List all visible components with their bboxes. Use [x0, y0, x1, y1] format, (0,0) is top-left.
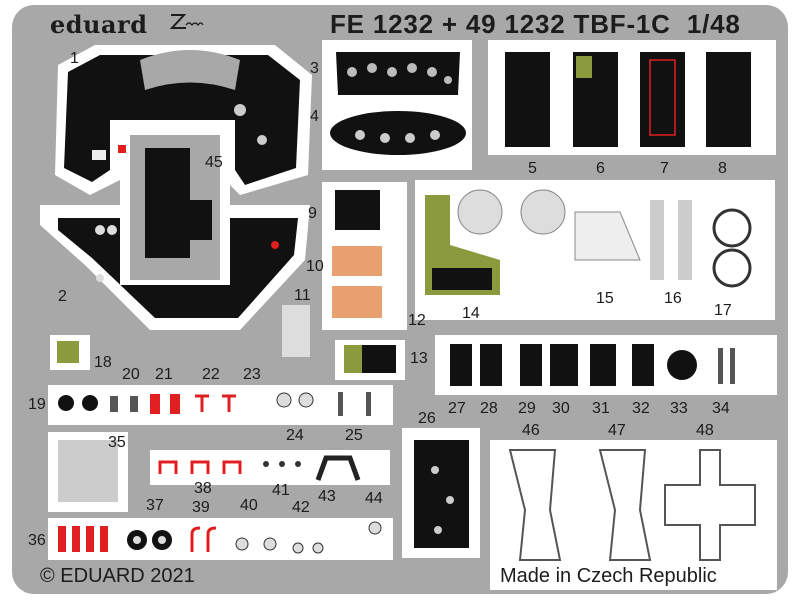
part-number: 47: [608, 422, 626, 439]
part-number: 15: [596, 290, 614, 307]
part-number: 13: [410, 350, 428, 367]
part-number: 19: [28, 396, 46, 413]
part-number: 14: [462, 305, 480, 322]
part-number: 28: [480, 400, 498, 417]
strip-19-25: [48, 385, 393, 425]
part-number: 38: [194, 480, 212, 497]
part-number: 48: [696, 422, 714, 439]
part-number: 10: [306, 258, 324, 275]
part-number: 17: [714, 302, 732, 319]
part-number: 37: [146, 497, 164, 514]
part-number: 9: [308, 205, 317, 222]
panel-group-14-17: [415, 180, 775, 320]
part-number: 40: [240, 497, 258, 514]
part-35-shape: [48, 432, 128, 512]
panel-group-1-2: [40, 45, 312, 330]
part-number: 20: [122, 366, 140, 383]
part-11-shape: [282, 305, 310, 357]
part-number: 6: [596, 160, 605, 177]
part-number: 26: [418, 410, 436, 427]
part-number: 22: [202, 366, 220, 383]
part-number: 32: [632, 400, 650, 417]
part-number: 35: [108, 434, 126, 451]
part-number: 4: [310, 108, 319, 125]
part-number: 12: [408, 312, 426, 329]
part-number: 34: [712, 400, 730, 417]
part-number: 27: [448, 400, 466, 417]
product-code: FE 1232 + 49 1232 TBF-1C: [330, 9, 671, 39]
sheet-title: FE 1232 + 49 1232 TBF-1C 1/48: [330, 9, 741, 40]
part-number: 2: [58, 288, 67, 305]
panel-group-5-8: [488, 40, 776, 155]
part-number: 43: [318, 488, 336, 505]
part-number: 21: [155, 366, 173, 383]
part-number: 24: [286, 427, 304, 444]
strip-27-34: [435, 335, 777, 395]
panel-group-3-4: [322, 40, 472, 170]
part-number: 25: [345, 427, 363, 444]
part-number: 29: [518, 400, 536, 417]
part-18-shape: [50, 335, 90, 370]
panel-group-46-48: [490, 440, 777, 590]
brand-logo: eduard: [50, 10, 148, 39]
part-number: 33: [670, 400, 688, 417]
part-number: 18: [94, 354, 112, 371]
copyright-text: © EDUARD 2021: [40, 565, 195, 587]
part-number: 42: [292, 499, 310, 516]
part-number: 11: [294, 287, 311, 304]
part-number: 8: [718, 160, 727, 177]
scale-label: 1/48: [686, 9, 741, 39]
part-number: 3: [310, 60, 319, 77]
part-number: 39: [192, 499, 210, 516]
part-number: 7: [660, 160, 669, 177]
part-26-shape: [402, 428, 480, 558]
strip-38-43: [150, 450, 390, 485]
part-number: 30: [552, 400, 570, 417]
part-number: 31: [592, 400, 610, 417]
part-number: 45: [205, 154, 223, 171]
part-number: 41: [272, 482, 290, 499]
part-13-shape: [335, 340, 405, 380]
part-number: 23: [243, 366, 261, 383]
strip-36-44: [48, 518, 393, 560]
part-number: 1: [70, 50, 79, 67]
part-number: 36: [28, 532, 46, 549]
part-number: 16: [664, 290, 682, 307]
zoom-logo-icon: [169, 14, 204, 29]
panel-group-9-12: [322, 182, 407, 330]
part-number: 46: [522, 422, 540, 439]
origin-text: Made in Czech Republic: [500, 565, 717, 587]
part-number: 44: [365, 490, 383, 507]
part-number: 5: [528, 160, 537, 177]
